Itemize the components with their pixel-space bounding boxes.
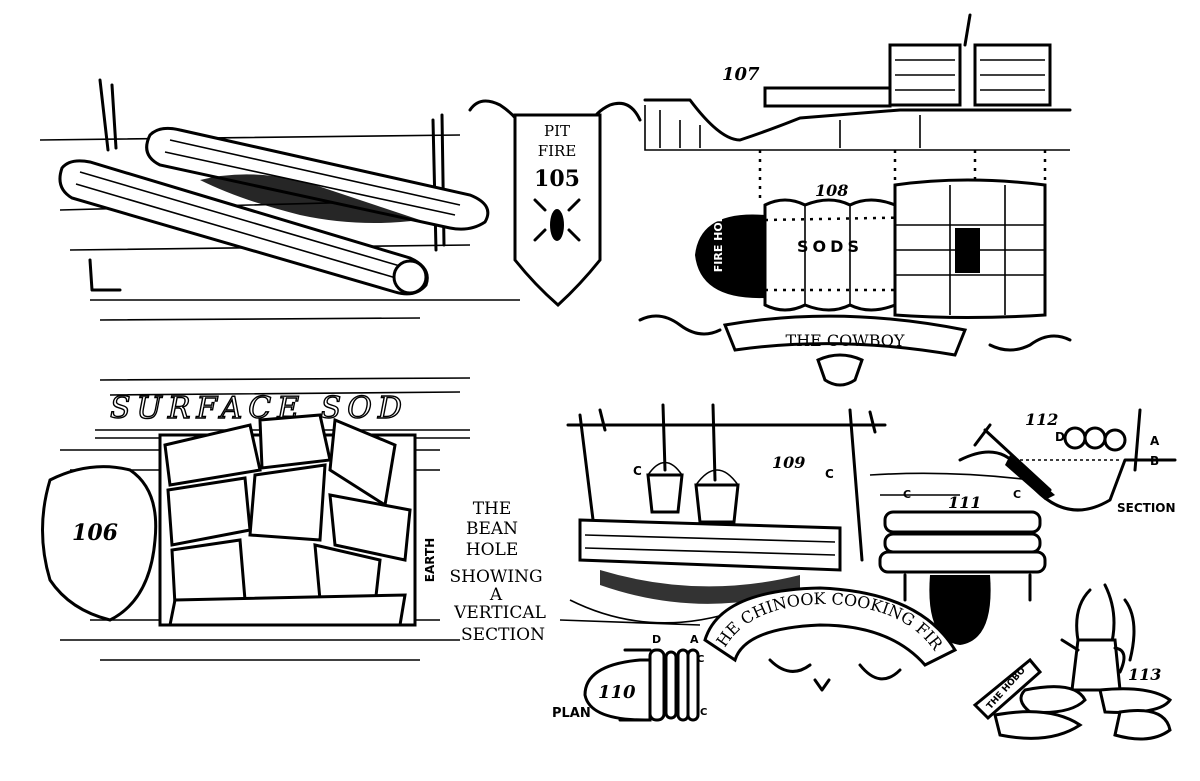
sods-label: SODS <box>797 237 863 256</box>
pit-fire-shield: PIT FIRE 105 <box>468 99 642 308</box>
fig111-label-c: C <box>1013 488 1021 501</box>
fig112-section-label: SECTION <box>1117 501 1176 515</box>
fig110-label-d: D <box>652 633 661 646</box>
bucket-icon <box>694 469 740 524</box>
bucket-icon <box>646 461 684 514</box>
fig105-number: 105 <box>534 166 580 192</box>
caption-line: VERTICAL <box>453 603 546 623</box>
caption-line: A <box>489 585 503 605</box>
bean-hole-stones <box>163 413 412 627</box>
coffee-pot-icon <box>1060 638 1126 692</box>
caption-line: THE <box>473 499 512 519</box>
pit-fire-scene <box>39 78 520 321</box>
caption-line: BEAN <box>466 519 518 539</box>
fig110-number: 110 <box>598 682 636 703</box>
log-upper <box>145 126 490 231</box>
fig106-number: 106 <box>72 520 118 546</box>
fig110-plan: 110 PLAN D A C C <box>552 633 707 722</box>
fig107-section: 107 <box>643 13 1072 151</box>
fig113-hobo-fire: 113 THE HOBO <box>972 583 1173 741</box>
fig109-number: 109 <box>772 453 805 472</box>
fig110-label-a: A <box>690 633 699 646</box>
fig111-label-c: C <box>903 488 911 501</box>
insect-icon <box>533 198 581 242</box>
fig109-label-c: C <box>633 464 642 478</box>
fig112-number: 112 <box>1025 410 1058 429</box>
fig111-log-fire: 111 C C <box>878 488 1047 645</box>
fig111-number: 111 <box>948 493 981 512</box>
fire-hole-label: FIRE HOLE <box>712 208 725 273</box>
fig110-label-c: C <box>700 707 707 718</box>
fig113-number: 113 <box>1128 665 1161 684</box>
log-lower <box>58 159 429 296</box>
fig105-label-pit: PIT <box>544 122 570 140</box>
cowboy-banner: THE COWBOY <box>638 314 1072 387</box>
cowboy-banner-text: THE COWBOY <box>786 331 905 350</box>
fig112-label-a: A <box>1150 434 1160 448</box>
fig108-cowboy-fire: 108 FIRE HOLE SODS THE COWBOY <box>638 178 1072 387</box>
fig108-number: 108 <box>815 181 848 200</box>
caption-line: SECTION <box>461 625 545 645</box>
fig109-label-c: C <box>825 467 834 481</box>
bean-hole-caption: THE BEAN HOLE SHOWING A VERTICAL SECTION <box>449 499 545 645</box>
sod-block-grid <box>893 178 1047 319</box>
earth-label: EARTH <box>423 538 437 582</box>
surface-sod-label: SURFACE SOD <box>110 391 408 426</box>
fig107-number: 107 <box>722 64 760 85</box>
fig109-bucket-fire: 109 C C <box>559 403 887 626</box>
fig112-label-d: D <box>1055 430 1065 444</box>
fig105-label-fire: FIRE <box>538 142 577 160</box>
caption-line: HOLE <box>466 540 518 560</box>
fig112-section: 112 D A B SECTION <box>869 408 1177 515</box>
caption-line: SHOWING <box>449 567 542 587</box>
fig110-label-c: C <box>697 654 704 665</box>
fig106-bean-hole: SURFACE SOD 106 EARTH THE BEAN HOLE SHOW… <box>41 377 546 661</box>
fig110-plan-label: PLAN <box>552 706 591 721</box>
